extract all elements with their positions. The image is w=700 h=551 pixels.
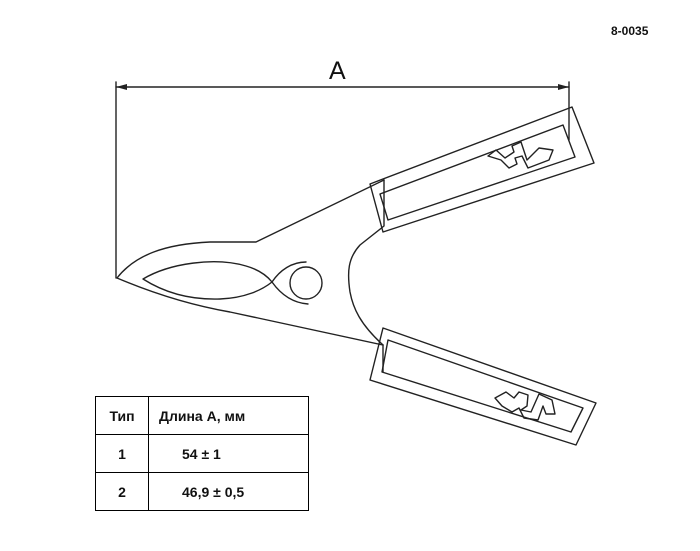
pivot-curves [271,261,309,305]
dimension-label-a: A [329,57,346,85]
header-type: Тип [95,396,149,435]
lower-handle-sleeve [369,327,597,446]
upper-jaw [116,179,385,346]
header-length: Длина А, мм [148,396,309,435]
lower-jaw [116,277,384,373]
cell-type: 1 [95,434,149,473]
dimension-line-a [115,81,570,279]
spec-table: Тип Длина А, мм 1 54 ± 1 2 46,9 ± 0,5 [95,396,309,511]
table-row: 2 46,9 ± 0,5 [95,472,309,511]
cell-type: 2 [95,472,149,511]
part-code: 8-0035 [611,24,649,38]
cell-length: 46,9 ± 0,5 [148,472,309,511]
table-header-row: Тип Длина А, мм [95,396,309,435]
jaw-opening [142,261,273,300]
upper-handle-sleeve [369,106,595,233]
cell-length: 54 ± 1 [148,434,309,473]
pivot-hole [289,266,323,300]
table-row: 1 54 ± 1 [95,434,309,473]
